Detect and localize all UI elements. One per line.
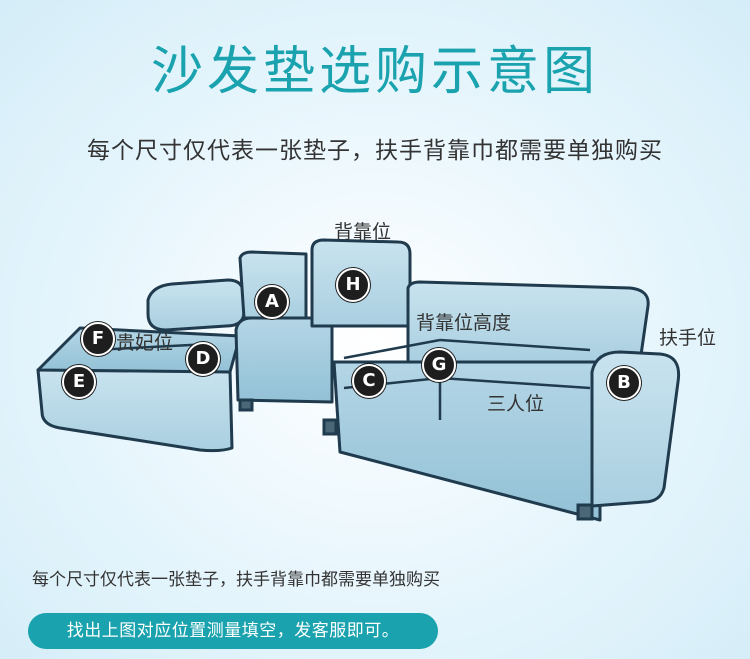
action-pill: 找出上图对应位置测量填空，发客服即可。	[28, 613, 438, 649]
chaise-bolster	[146, 278, 246, 332]
label-backrest-height: 背靠位高度	[416, 312, 512, 334]
main-seat	[332, 360, 602, 522]
marker-f: F	[81, 322, 115, 356]
label-armrest: 扶手位	[659, 327, 717, 349]
label-three-seat: 三人位	[487, 393, 545, 415]
footer-note: 每个尺寸仅代表一张垫子，扶手背靠巾都需要单独购买	[32, 570, 440, 590]
marker-c: C	[352, 364, 386, 398]
marker-b: B	[607, 366, 641, 400]
marker-d: D	[186, 342, 220, 376]
label-chaise: 贵妃位	[116, 332, 174, 354]
page-subtitle: 每个尺寸仅代表一张垫子，扶手背靠巾都需要单独购买	[87, 138, 663, 164]
label-backrest: 背靠位	[334, 221, 392, 243]
page-title: 沙发垫选购示意图	[150, 42, 599, 102]
marker-a: A	[255, 285, 289, 319]
corner-seat	[234, 316, 334, 404]
marker-g: G	[422, 348, 456, 382]
marker-h: H	[336, 268, 370, 302]
marker-e: E	[62, 365, 96, 399]
